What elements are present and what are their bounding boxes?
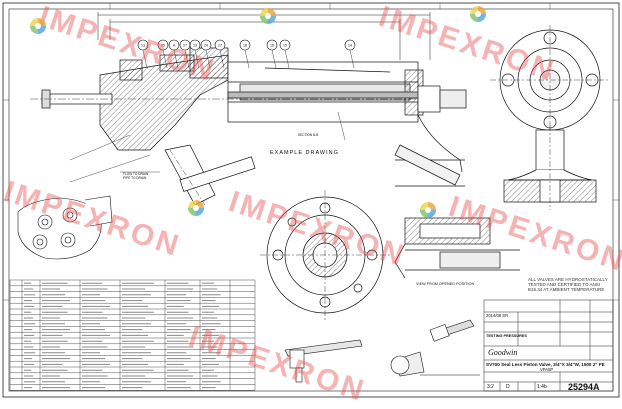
section-label: SECTION B-B (298, 133, 319, 137)
balloon-label-4: 13 (193, 44, 197, 48)
watermark-logo-1 (30, 18, 46, 34)
sheet-cell-2: D (506, 384, 510, 390)
balloon-label-6: 27 (218, 44, 222, 48)
general-note: ALL VALVES ARE HYDROSTATICALLY TESTED AN… (528, 277, 608, 292)
drawing-number: 25294A (568, 382, 600, 392)
svg-text:PIPE TO DRAIN: PIPE TO DRAIN (123, 176, 147, 180)
example-drawing-label: EXAMPLE DRAWING (270, 150, 339, 156)
sheet-cell-1: 3:2 (487, 384, 494, 390)
balloon-label-8: 16 (270, 44, 274, 48)
watermark-logo-3 (470, 6, 486, 22)
watermark-logo-4 (188, 200, 204, 216)
balloon-label-2: A (173, 44, 176, 48)
company-logo-text: Goodwin (488, 348, 518, 357)
watermark-logo-2 (260, 8, 276, 24)
parts-list-table (9, 279, 256, 391)
drawing-subtitle: VPA5P (540, 367, 554, 372)
svg-text:FLOW TO DRAIN: FLOW TO DRAIN (123, 172, 149, 176)
balloon-label-10: 14 (348, 44, 352, 48)
watermark-logo-5 (420, 202, 436, 218)
balloon-label-1: 25 (161, 44, 165, 48)
balloon-label-5: 24 (204, 44, 208, 48)
testing-label: TESTING PRESSURES (486, 334, 527, 338)
balloon-label-0: 13 (141, 44, 145, 48)
sheet-cell-3: 1:4b (537, 384, 547, 390)
view-label: VIEW FROM OPENED POSITION (416, 282, 475, 286)
drawing-title: SV700 Seal Less Piston Valve, 3/4"X 3/4"… (486, 362, 605, 367)
engineering-drawing-sheet: FLOW TO DRAIN PIPE TO DRAIN 13 25 A 27 13 24 2… (2, 2, 620, 398)
balloon-label-7: 18 (243, 44, 247, 48)
revision-date: 2014/08 SR (486, 313, 509, 318)
balloon-label-9: 15 (283, 44, 287, 48)
balloon-label-3: 27 (183, 44, 187, 48)
